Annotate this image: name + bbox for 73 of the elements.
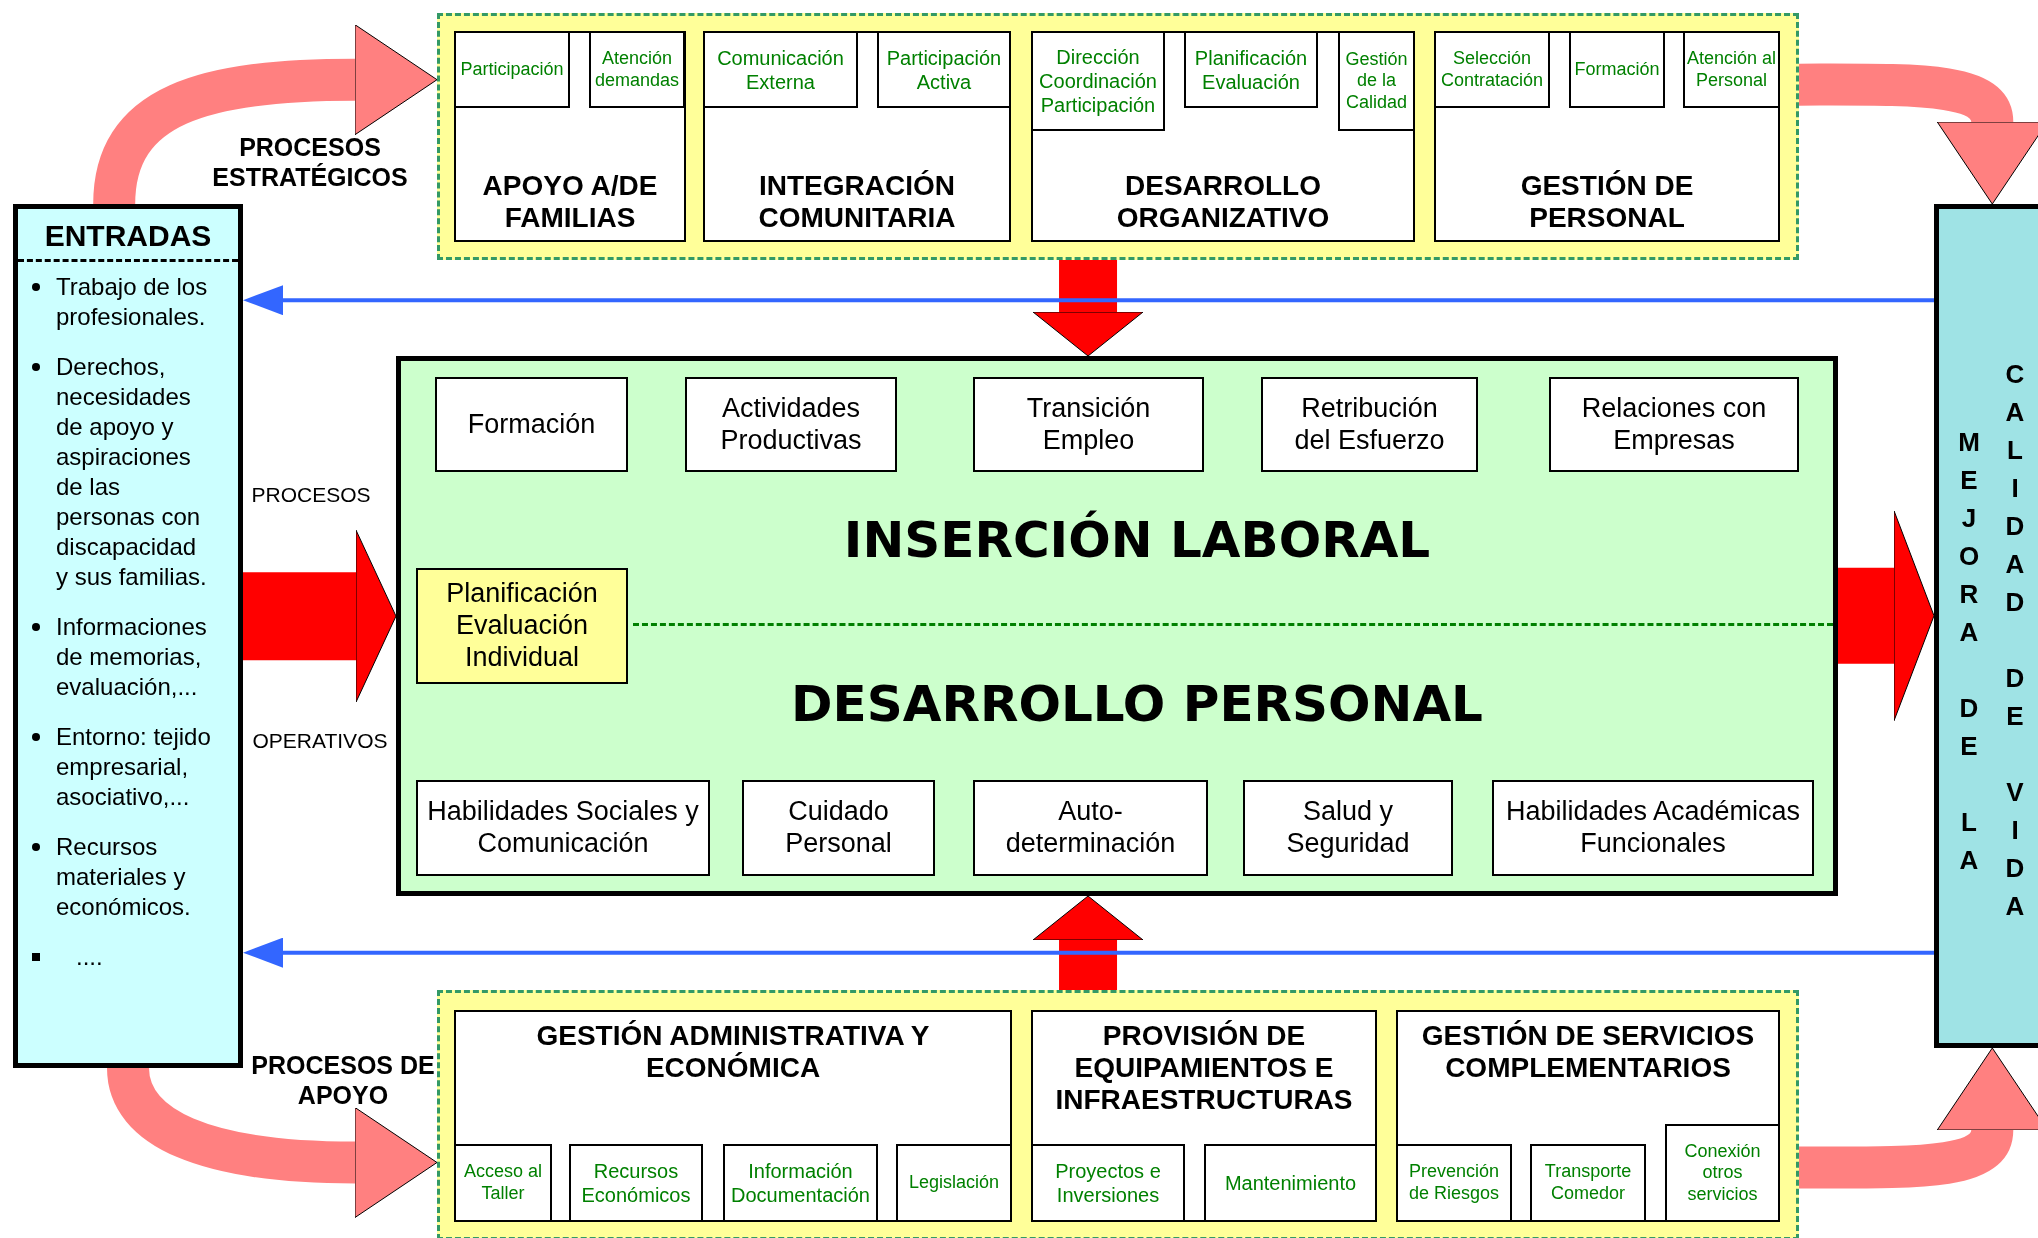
- subprocess-box: Selección Contratación: [1434, 31, 1550, 108]
- subprocess-box: Participación Activa: [877, 31, 1011, 108]
- process-group-box: [1396, 1010, 1780, 1222]
- process-group-box: [454, 1010, 1012, 1222]
- subprocess-box: Dirección Coordinación Participación: [1031, 31, 1165, 131]
- process-group-box: [1434, 31, 1780, 242]
- group-title: PROVISIÓN DE EQUIPAMIENTOS E INFRAESTRUCTURAS: [1054, 1020, 1354, 1116]
- vertical-text: MEJORA DE LA: [1953, 427, 1984, 883]
- subprocess-box: Formación: [1569, 31, 1665, 108]
- group-title: APOYO A/DE FAMILIAS: [481, 170, 659, 234]
- subprocess-box: Mantenimiento: [1204, 1144, 1377, 1222]
- process-box: Auto-determinación: [973, 780, 1208, 876]
- process-group-box: [703, 31, 1011, 242]
- list-item: Trabajo de los profesionales.: [56, 273, 208, 330]
- subprocess-box: Gestión de la Calidad: [1338, 31, 1415, 131]
- process-box: Cuidado Personal: [742, 780, 935, 876]
- list-item: Informaciones de memorias, evaluación,...: [56, 613, 207, 700]
- section-title: INSERCIÓN LABORAL: [842, 511, 1432, 569]
- vertical-text: CALIDAD DE VIDA: [1999, 359, 2030, 929]
- subprocess-box: Proyectos e Inversiones: [1031, 1144, 1185, 1222]
- process-group-box: [454, 31, 686, 242]
- block-arrow: [1032, 260, 1144, 357]
- process-box: Salud y Seguridad: [1243, 780, 1453, 876]
- list-item: Derechos, necesidades de apoyo y aspiraciones de las personas con discapacidad y sus familias.: [56, 353, 207, 590]
- process-box: Transición Empleo: [973, 377, 1204, 472]
- process-band: [437, 13, 1799, 260]
- subprocess-box: Prevención de Riesgos: [1396, 1144, 1512, 1222]
- process-box: Habilidades Sociales y Comunicación: [416, 780, 710, 876]
- block-arrow: [1032, 895, 1144, 990]
- outcome-panel: [1934, 204, 2038, 1048]
- block-arrow: [1838, 510, 1935, 722]
- subprocess-box: Transporte Comedor: [1530, 1144, 1646, 1222]
- process-group-box: [1031, 31, 1415, 242]
- subprocess-box: Legislación: [896, 1144, 1012, 1222]
- block-arrow: [93, 24, 438, 206]
- main-process-panel: [396, 356, 1838, 896]
- group-title: DESARROLLO ORGANIZATIVO: [1115, 170, 1331, 234]
- list-item: ....: [75, 943, 103, 970]
- process-label: PROCESOS ESTRATÉGICOS: [211, 132, 409, 192]
- process-box: Formación: [435, 377, 628, 472]
- subprocess-box: Comunicación Externa: [703, 31, 858, 108]
- subprocess-box: Información Documentación: [723, 1144, 878, 1222]
- process-box: Retribución del Esfuerzo: [1261, 377, 1478, 472]
- group-title: INTEGRACIÓN COMUNITARIA: [757, 170, 957, 234]
- process-band: [437, 990, 1799, 1238]
- inputs-panel: [13, 204, 243, 1068]
- group-title: GESTIÓN DE SERVICIOS COMPLEMENTARIOS: [1420, 1020, 1756, 1084]
- panel-heading: ENTRADAS: [18, 209, 238, 262]
- subprocess-box: Acceso al Taller: [454, 1144, 552, 1222]
- arrow: [243, 285, 1934, 316]
- list-item: Recursos materiales y económicos.: [56, 833, 191, 920]
- block-arrow: [243, 529, 397, 703]
- process-box: Planificación Evaluación Individual: [416, 568, 628, 684]
- section-title: DESARROLLO PERSONAL: [790, 675, 1484, 733]
- process-label: PROCESOS DE APOYO: [250, 1050, 436, 1110]
- process-label: PROCESOS: [250, 482, 372, 508]
- subprocess-box: Participación: [454, 31, 570, 108]
- process-box: Habilidades Académicas Funcionales: [1492, 780, 1814, 876]
- list-item: Entorno: tejido empresarial, asociativo,...: [56, 723, 211, 810]
- subprocess-box: Atención demandas: [589, 31, 685, 108]
- block-arrow: [1799, 63, 2038, 204]
- arrow: [243, 937, 1934, 968]
- group-title: GESTIÓN DE PERSONAL: [1519, 170, 1695, 234]
- process-label: OPERATIVOS: [251, 728, 389, 754]
- process-box: Actividades Productivas: [685, 377, 897, 472]
- subprocess-box: Recursos Económicos: [569, 1144, 703, 1222]
- subprocess-box: Conexión otros servicios: [1665, 1124, 1780, 1222]
- process-group-box: [1031, 1010, 1377, 1222]
- subprocess-box: Atención al Personal: [1683, 31, 1780, 108]
- subprocess-box: Planificación Evaluación: [1184, 31, 1318, 108]
- group-title: GESTIÓN ADMINISTRATIVA Y ECONÓMICA: [535, 1020, 931, 1084]
- block-arrow: [1799, 1048, 2038, 1189]
- process-box: Relaciones con Empresas: [1549, 377, 1799, 472]
